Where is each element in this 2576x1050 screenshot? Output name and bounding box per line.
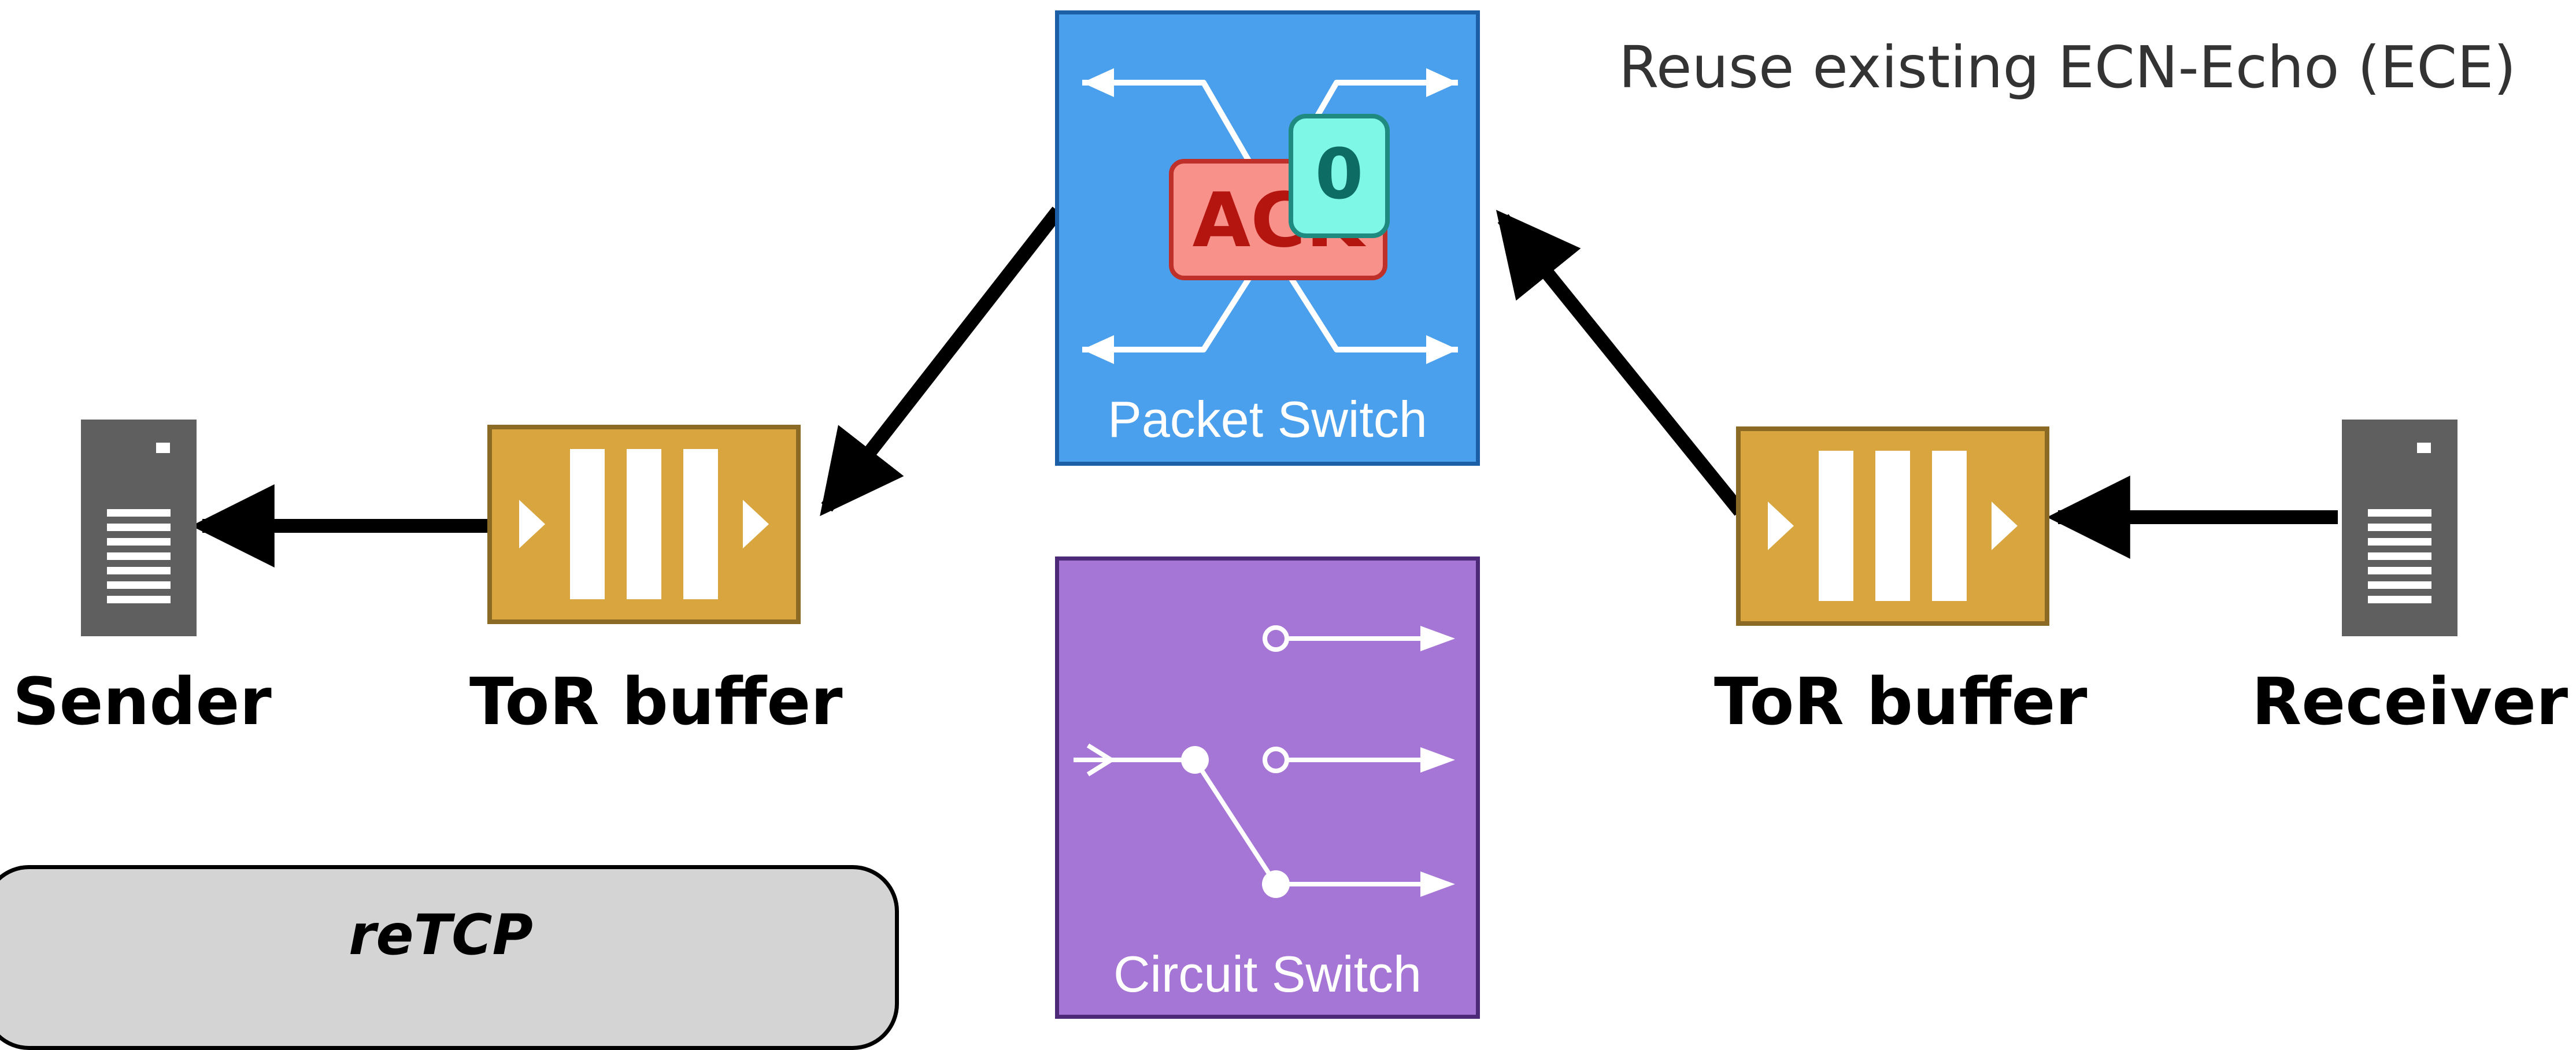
retcp-box: reTCP: [0, 865, 899, 1050]
sender-label: Sender: [13, 665, 272, 740]
receiver-node: [2342, 420, 2457, 636]
ece-flag-value: 0: [1315, 135, 1364, 215]
arrow-tor-to-packet-switch: [1496, 210, 1746, 516]
ece-annotation: Reuse existing ECN-Echo (ECE): [1619, 34, 2516, 101]
server-icon: [2342, 420, 2457, 636]
arrow-packet-switch-to-tor: [820, 206, 1064, 517]
tor-buffer-right: [1736, 426, 2049, 626]
flow-arrows: [191, 206, 2338, 567]
ece-flag: 0: [1289, 114, 1390, 238]
server-icon: [81, 420, 197, 636]
retcp-title: reTCP: [349, 903, 533, 967]
circuit-switch: Circuit Switch: [1055, 556, 1480, 1019]
tor-buffer-left: [487, 425, 801, 624]
packet-switch: ACK 0 Packet Switch: [1055, 10, 1480, 466]
buffer-queue-icon: [1736, 426, 2049, 626]
circuit-switch-icon: [1074, 625, 1455, 898]
packet-switch-label: Packet Switch: [1108, 391, 1427, 448]
sender-node: [81, 420, 197, 636]
receiver-label: Receiver: [2252, 665, 2568, 740]
buffer-queue-icon: [487, 425, 801, 624]
tor-buffer-right-label: ToR buffer: [1714, 665, 2088, 740]
circuit-switch-label: Circuit Switch: [1113, 945, 1422, 1003]
tor-buffer-left-label: ToR buffer: [469, 665, 843, 740]
